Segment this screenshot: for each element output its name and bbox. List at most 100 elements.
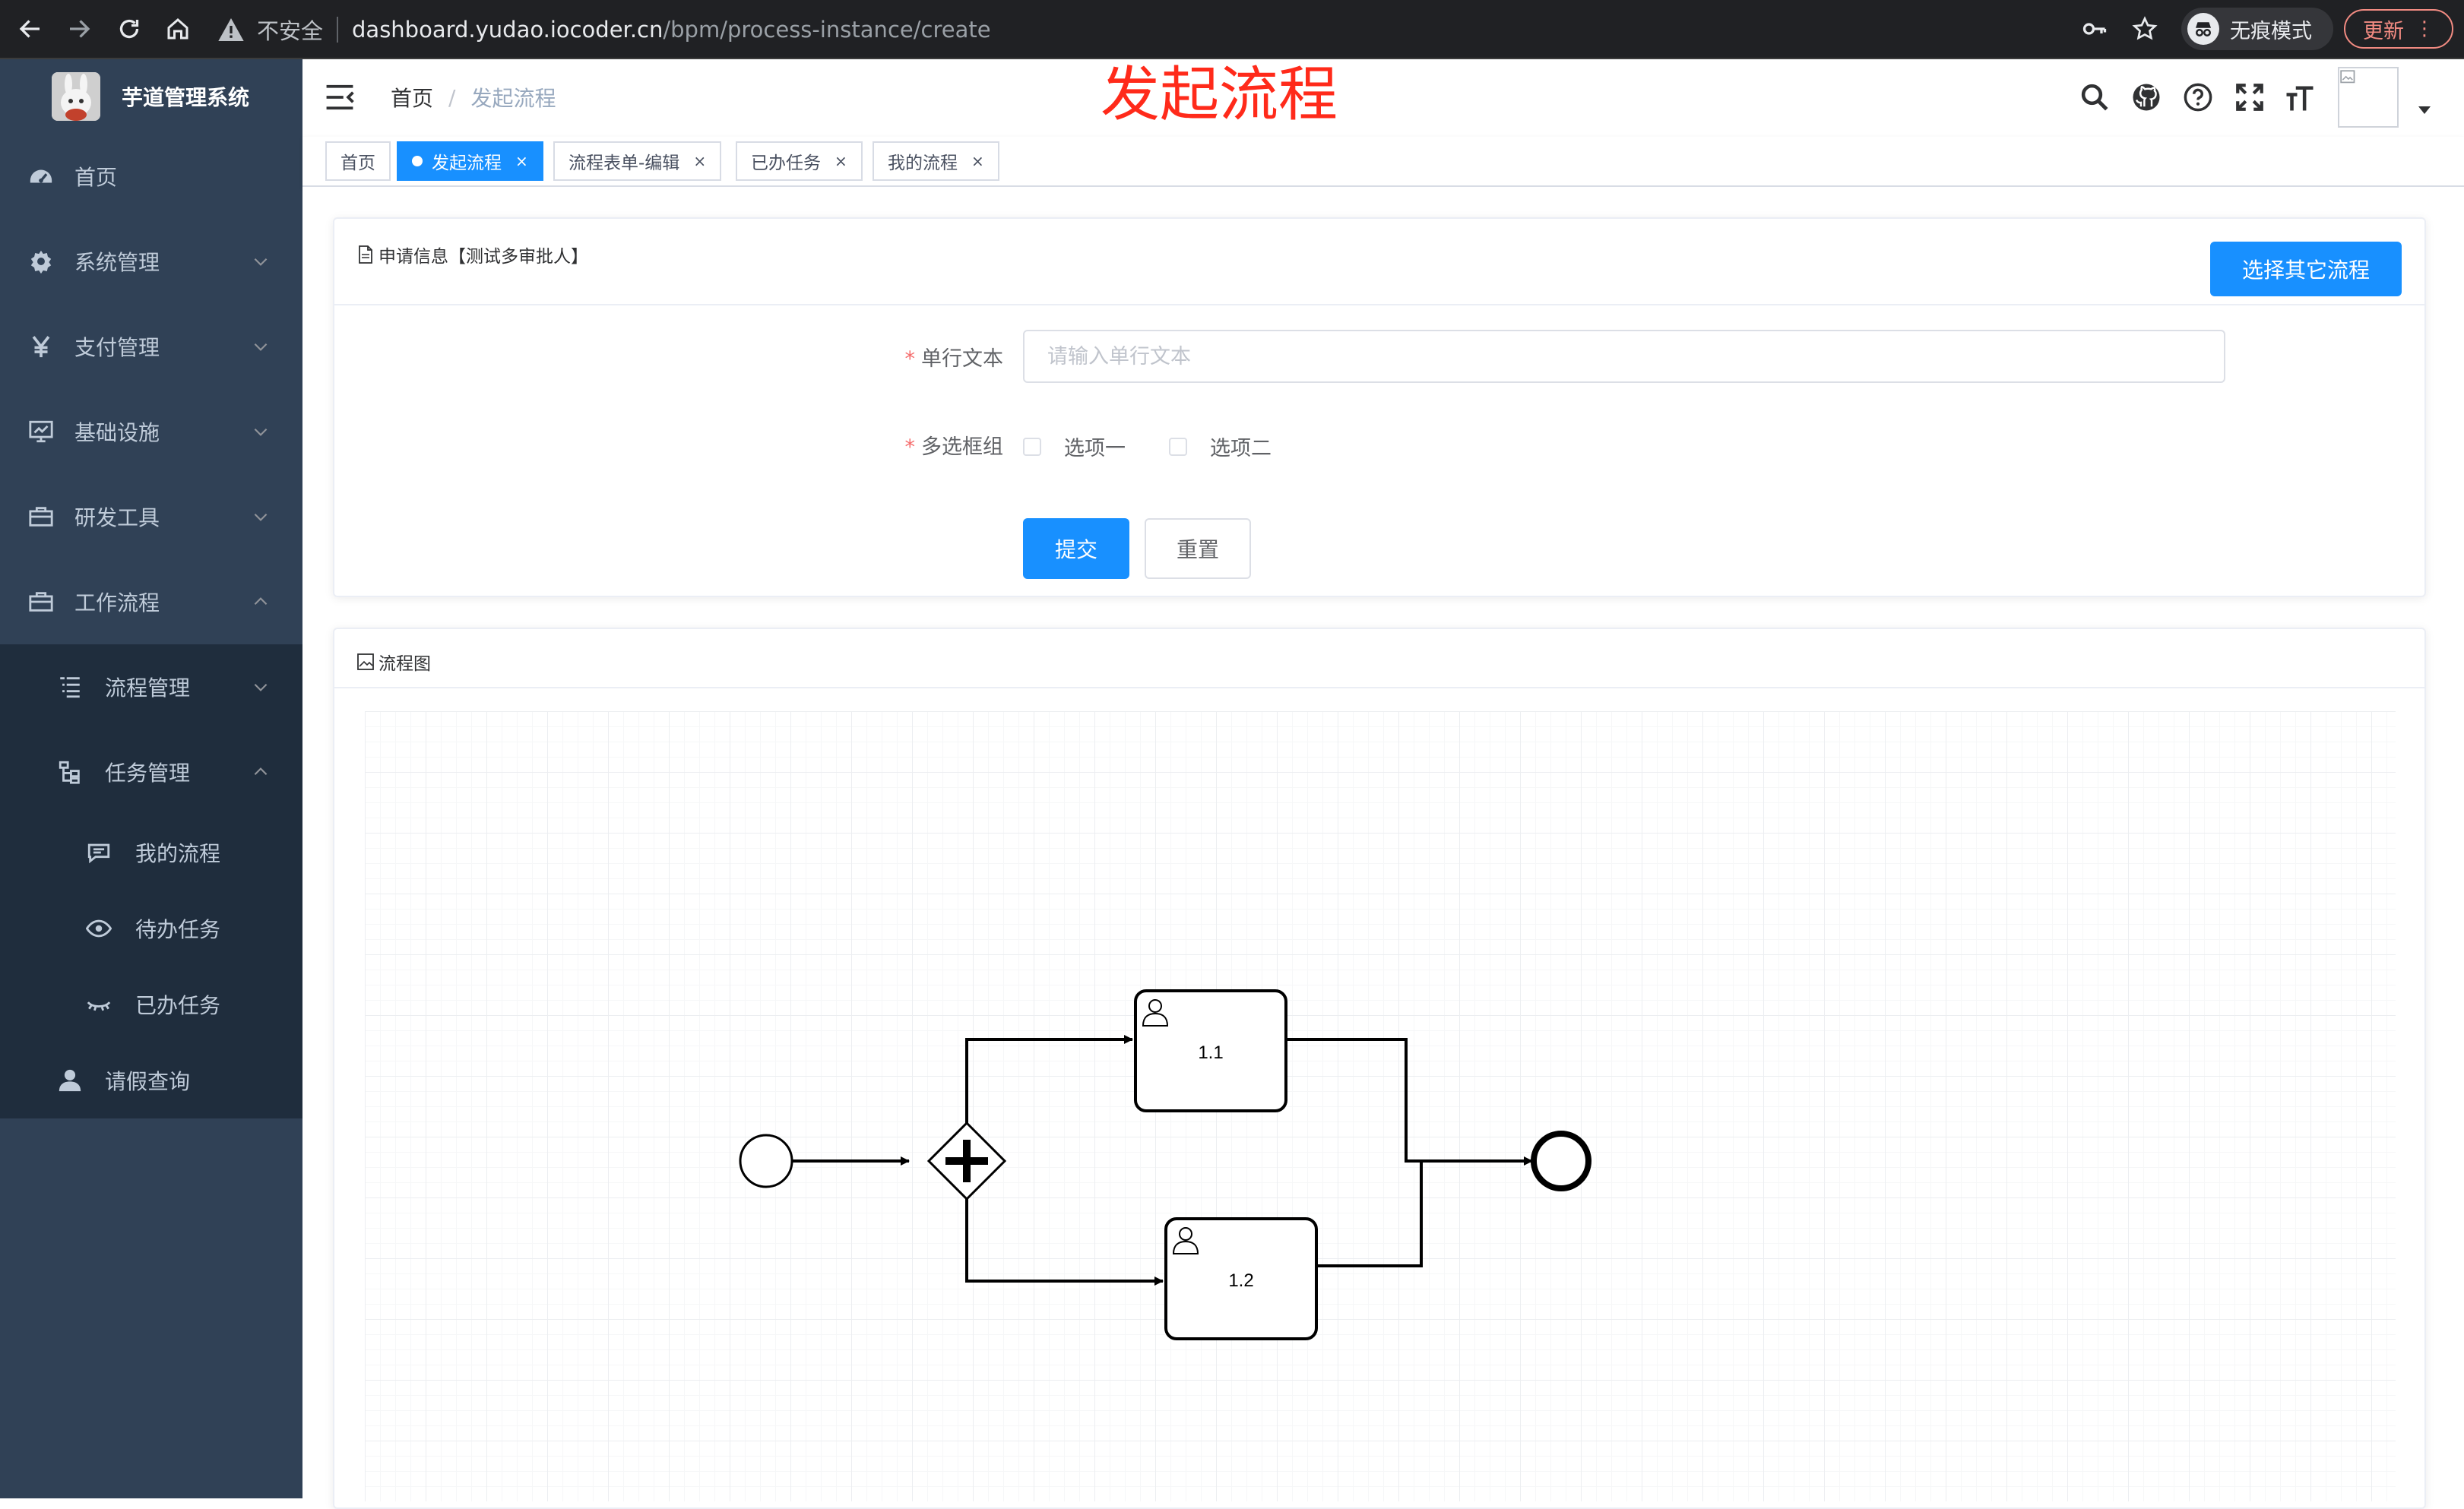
single-line-text-input[interactable] [1023,330,2225,383]
checkbox[interactable] [1169,437,1187,456]
user-task-1-1[interactable]: 1.1 [1134,989,1287,1112]
flow-gateway-to-task-1-2[interactable] [965,1197,1164,1286]
breadcrumb-home[interactable]: 首页 [391,86,434,111]
text-field-label: *单行文本 [775,342,1004,372]
bpmn-diagram: 1.1 1.2 [739,989,1591,1340]
tag-label: 已办任务 [751,153,821,173]
toolbox-icon [27,588,55,615]
required-mark: * [904,435,916,459]
checkbox-option-1[interactable]: 选项一 [1023,432,1126,461]
chevron-down-icon [254,258,268,266]
checkbox[interactable] [1023,437,1041,456]
close-icon[interactable]: × [835,152,847,170]
user-icon [56,1067,84,1094]
font-size-icon[interactable] [2282,79,2318,115]
tag-start-process[interactable]: 发起流程 × [397,141,543,181]
sidebar-item-task-manage[interactable]: 任务管理 [0,729,302,815]
tag-done-tasks[interactable]: 已办任务 × [736,141,863,181]
sidebar-item-done[interactable]: 已办任务 [0,966,302,1042]
sidebar-item-label: 工作流程 [74,590,160,615]
tag-my-process[interactable]: 我的流程 × [873,141,999,181]
key-icon[interactable] [2076,11,2113,47]
breadcrumb: 首页 / 发起流程 [391,82,556,112]
help-circle-icon[interactable] [2180,79,2216,115]
search-icon[interactable] [2076,79,2113,115]
eye-closed-icon [85,991,112,1018]
home-icon[interactable] [160,11,196,47]
card-title: 申请信息【测试多审批人】 [357,242,588,267]
checkbox-group-label-text: 多选框组 [921,435,1003,459]
task-label: 1.1 [1198,1042,1223,1063]
flow-task-1-1-to-end[interactable] [1286,1038,1533,1166]
brand[interactable]: 芋道管理系统 [0,59,302,134]
brand-logo-icon [52,72,100,121]
tag-form-edit[interactable]: 流程表单-编辑 × [553,141,722,181]
sidebar-item-payment[interactable]: 支付管理 [0,304,302,389]
user-icon [1142,999,1169,1027]
sidebar-item-leave-query[interactable]: 请假查询 [0,1042,302,1118]
main-content: 申请信息【测试多审批人】 选择其它流程 *单行文本 *多选框组 选项一 选项二 … [302,187,2464,1509]
close-icon[interactable]: × [971,152,984,170]
kebab-menu-icon: ⋮ [2415,17,2434,40]
sidebar: 芋道管理系统 首页 系统管理 支付管理 基础设施 研发工具 工作流程 流程管理 [0,59,302,1498]
incognito-label: 无痕模式 [2230,19,2312,43]
chevron-down-icon [254,428,268,436]
start-event[interactable] [739,1134,793,1188]
reset-button[interactable]: 重置 [1145,518,1251,579]
hamburger-icon[interactable] [325,84,354,111]
text-field-label-text: 单行文本 [921,347,1003,371]
update-button[interactable]: 更新 ⋮ [2344,9,2453,49]
close-icon[interactable]: × [515,152,528,170]
document-icon [359,245,372,264]
sidebar-item-workflow[interactable]: 工作流程 [0,559,302,644]
sidebar-item-devtools[interactable]: 研发工具 [0,474,302,559]
bpmn-canvas[interactable]: 1.1 1.2 [365,711,2396,1501]
select-other-process-button[interactable]: 选择其它流程 [2210,242,2402,296]
breadcrumb-separator: / [448,84,456,110]
chat-icon [85,839,112,866]
sidebar-item-label: 我的流程 [135,841,221,866]
chevron-down-icon [254,683,268,691]
user-task-1-2[interactable]: 1.2 [1164,1217,1318,1340]
tree-icon [56,758,84,786]
avatar[interactable] [2338,67,2399,128]
checkbox-label: 选项二 [1210,437,1272,460]
tag-home[interactable]: 首页 [325,141,391,181]
close-icon[interactable]: × [693,152,707,170]
sidebar-item-label: 已办任务 [135,993,221,1018]
github-icon[interactable] [2128,79,2165,115]
caret-down-icon[interactable] [2418,106,2431,114]
parallel-gateway[interactable] [926,1121,1007,1201]
sidebar-item-process-manage[interactable]: 流程管理 [0,644,302,729]
gear-icon [27,248,55,275]
incognito-badge[interactable]: 无痕模式 [2181,8,2333,50]
tags-view: 首页 发起流程 × 流程表单-编辑 × 已办任务 × 我的流程 × [302,137,2464,187]
sidebar-item-system[interactable]: 系统管理 [0,219,302,304]
fullscreen-icon[interactable] [2231,79,2268,115]
forward-arrow-icon[interactable] [61,11,97,47]
update-label: 更新 [2363,19,2404,43]
end-event[interactable] [1531,1131,1591,1191]
browser-toolbar: 不安全 dashboard.yudao.iocoder.cn /bpm/proc… [0,0,2464,59]
reload-icon[interactable] [111,11,147,47]
card-title-text: 申请信息【测试多审批人】 [378,247,588,267]
sidebar-item-infra[interactable]: 基础设施 [0,389,302,474]
required-mark: * [904,347,916,371]
checkbox-option-2[interactable]: 选项二 [1169,432,1272,461]
monitor-icon [27,418,55,445]
card-header: 流程图 [334,629,2424,688]
address-bar[interactable]: 不安全 dashboard.yudao.iocoder.cn /bpm/proc… [205,8,2166,52]
sidebar-item-my-process[interactable]: 我的流程 [0,815,302,891]
flow-gateway-to-task-1-1[interactable] [965,1035,1133,1125]
active-dot-icon [412,156,423,166]
sidebar-item-todo[interactable]: 待办任务 [0,891,302,966]
submit-button[interactable]: 提交 [1023,518,1129,579]
flow-task-1-2-to-end[interactable] [1315,1161,1423,1267]
user-icon [1172,1227,1199,1254]
sidebar-item-label: 基础设施 [74,420,160,445]
sequence-flows [784,1035,1533,1286]
bookmark-star-icon[interactable] [2127,11,2163,47]
sidebar-item-home[interactable]: 首页 [0,134,302,219]
url-path: /bpm/process-instance/create [663,17,991,43]
back-arrow-icon[interactable] [12,11,49,47]
